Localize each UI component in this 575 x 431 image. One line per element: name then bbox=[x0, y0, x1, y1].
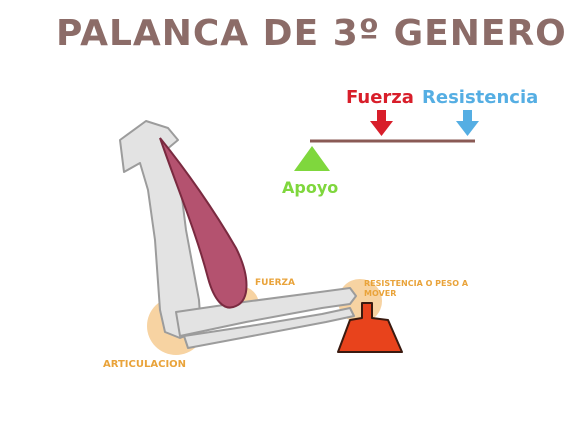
muscle-force-label: FUERZA bbox=[255, 278, 296, 288]
diagram-title: PALANCA DE 3º GENERO bbox=[56, 13, 567, 54]
weight-block bbox=[337, 302, 403, 353]
humerus-bone bbox=[119, 120, 202, 339]
resistance-arrow-icon bbox=[456, 110, 479, 136]
weight-label: RESISTENCIA O PESO A MOVER bbox=[364, 279, 469, 298]
force-arrow-icon bbox=[370, 110, 393, 136]
biceps-muscle bbox=[159, 137, 248, 309]
force-label: Fuerza bbox=[346, 87, 414, 108]
forearm-bones bbox=[175, 287, 357, 349]
support-label: Apoyo bbox=[282, 178, 339, 197]
resistance-label: Resistencia bbox=[422, 87, 539, 108]
support-triangle bbox=[294, 146, 330, 171]
joint-label: ARTICULACION bbox=[103, 359, 187, 370]
